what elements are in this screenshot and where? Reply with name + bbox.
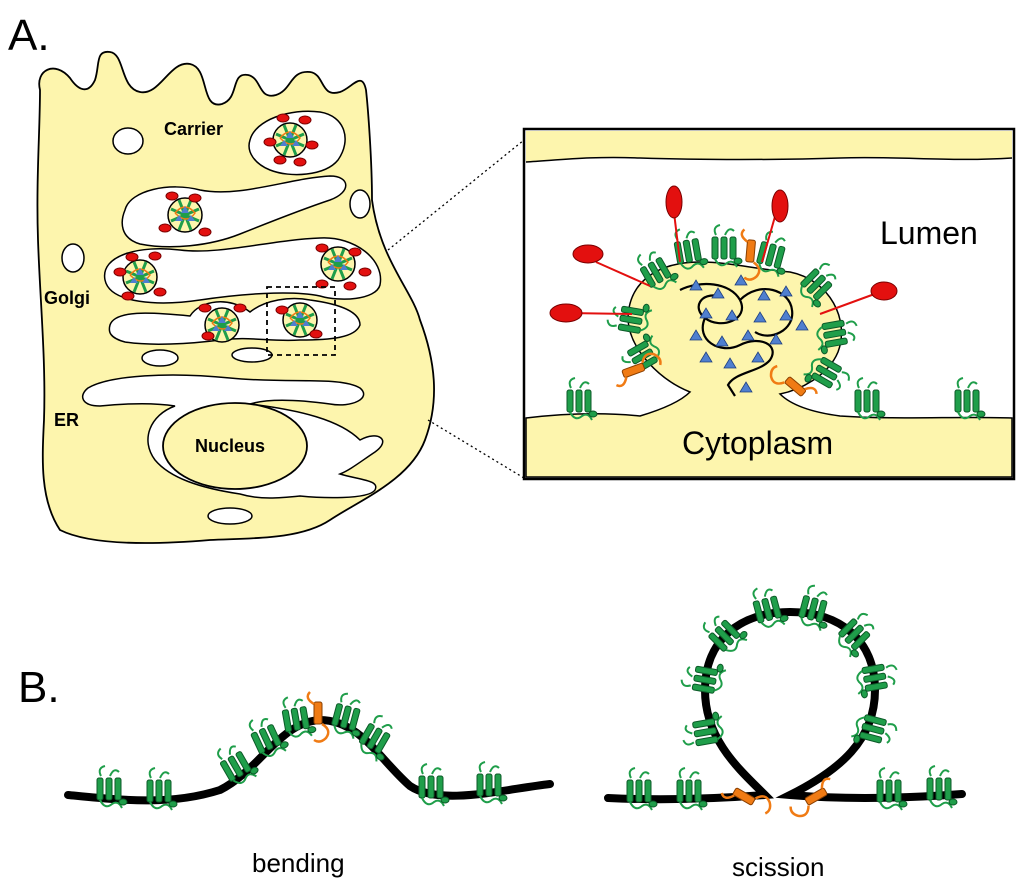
panel-b-letter: B. <box>18 663 60 712</box>
golgi-cisterna-2 <box>103 237 382 304</box>
zoom-line-top <box>387 139 525 251</box>
inset-panel <box>522 127 1016 481</box>
label-nucleus: Nucleus <box>195 436 265 456</box>
zoom-line-bottom <box>427 419 525 479</box>
label-cytoplasm: Cytoplasm <box>682 425 833 461</box>
vacuole-1 <box>112 127 144 155</box>
bending-diagram <box>64 690 554 811</box>
scission-diagram <box>604 581 966 821</box>
cell-body <box>36 51 435 544</box>
label-carrier: Carrier <box>164 119 223 139</box>
label-golgi: Golgi <box>44 288 90 308</box>
vacuole-6 <box>207 507 253 525</box>
vacuole-3 <box>61 243 85 273</box>
panel-a-letter: A. <box>8 11 50 60</box>
vacuole-5 <box>231 347 273 363</box>
vacuole-4 <box>141 349 179 367</box>
label-lumen: Lumen <box>880 215 978 251</box>
label-scission: scission <box>732 852 824 882</box>
label-er: ER <box>54 410 79 430</box>
zoom-selection-box <box>266 286 336 356</box>
vacuole-2 <box>349 189 371 219</box>
nucleus <box>162 402 308 490</box>
label-bending: bending <box>252 848 345 878</box>
